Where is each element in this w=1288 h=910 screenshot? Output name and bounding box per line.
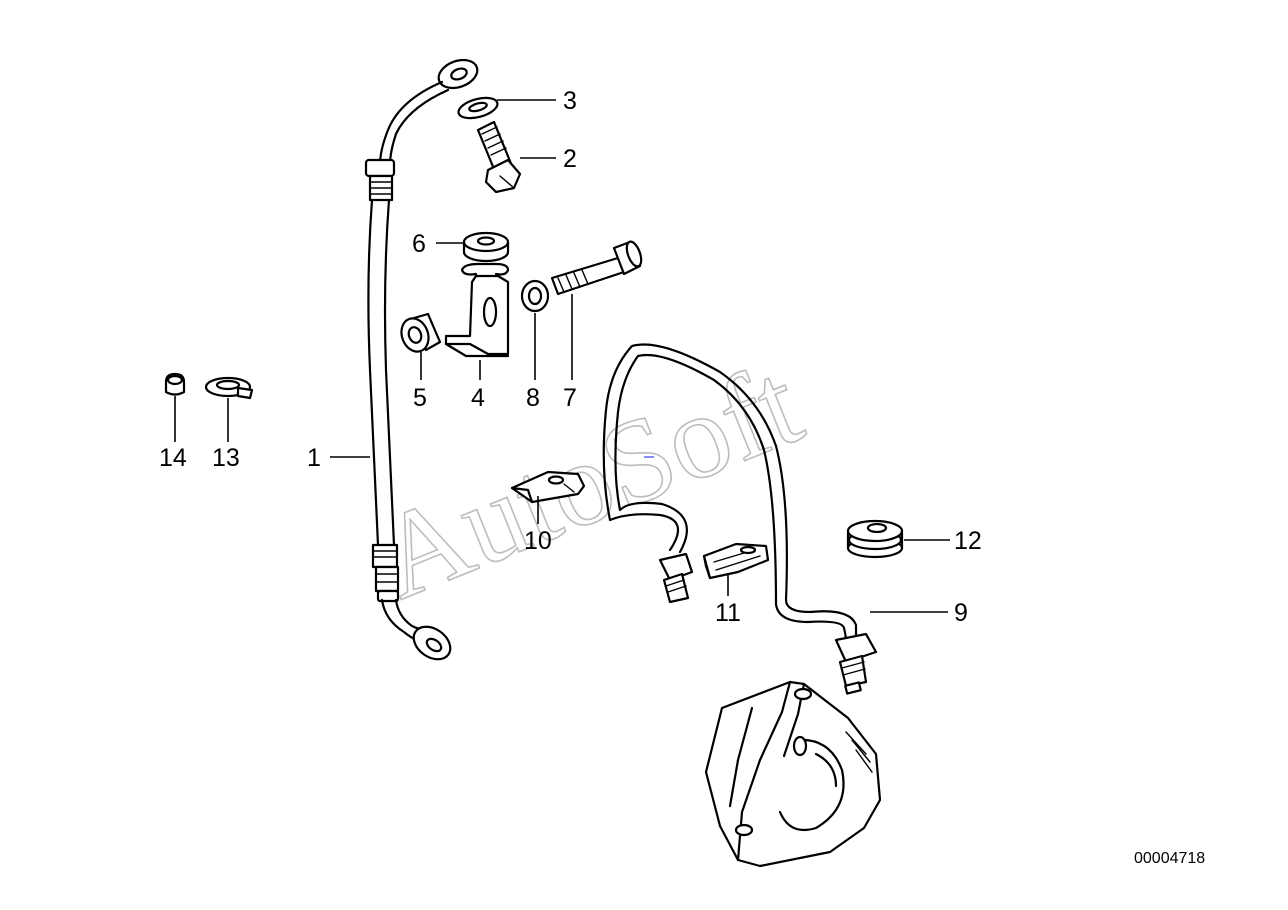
diagram-reference-number: 00004718 [1134,850,1205,867]
callout-10: 10 [524,527,552,555]
pipe-holder-part [702,542,770,580]
spacer-ring-part [520,279,550,313]
hose-clip-part [204,376,254,400]
callout-14: 14 [159,444,187,472]
callout-5: 5 [413,384,427,412]
callout-6: 6 [412,230,426,258]
bracket-part [444,262,510,358]
sleeve-part [400,312,442,353]
cap-screw-part [550,240,643,296]
callout-13: 13 [212,444,240,472]
banjo-bolt-part [476,120,522,194]
brake-caliper-part [704,680,882,868]
callout-9: 9 [954,599,968,627]
callout-4: 4 [471,384,485,412]
callout-11: 11 [715,599,741,627]
rubber-grommet-part [846,519,904,559]
grommet-part [462,231,510,263]
pipe-clip-part [510,470,586,504]
callout-3: 3 [563,87,577,115]
leader-lines [174,99,950,613]
washer-part [457,96,499,120]
callout-1: 1 [307,444,321,472]
brake-pipe-part [602,343,878,695]
callout-8: 8 [526,384,540,412]
callout-2: 2 [563,145,577,173]
brake-hose-part [364,58,479,661]
callout-labels: 1 2 3 4 5 6 7 8 9 10 11 12 13 14 [159,87,982,627]
callout-12: 12 [954,527,982,555]
bleeder-cap-part [164,372,186,396]
watermark: AutoSoft [360,336,818,624]
callout-7: 7 [563,384,577,412]
